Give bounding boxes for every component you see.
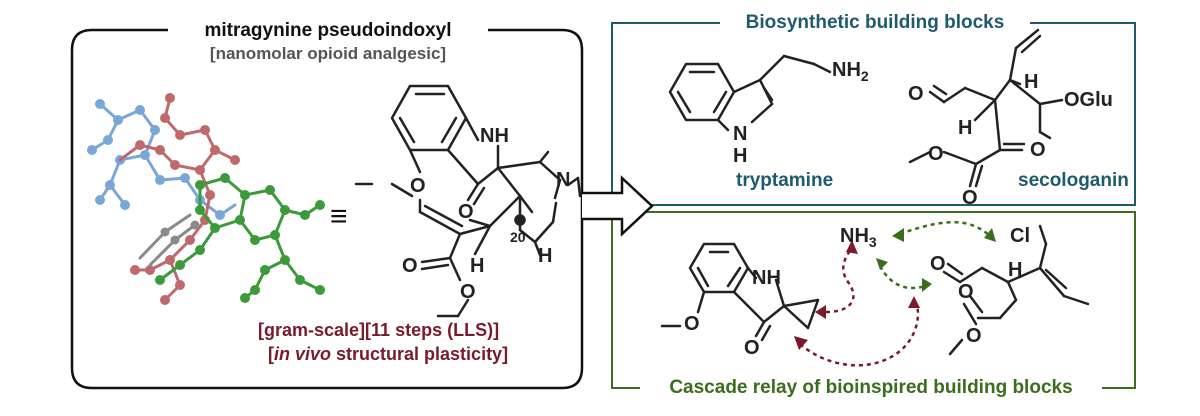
atom-o-ketone: O xyxy=(458,201,474,223)
nh3-text: NH xyxy=(840,225,869,247)
nh3-subscript: 3 xyxy=(868,234,877,250)
spiro-nh: NH xyxy=(752,267,781,289)
footer-line2-prefix: [ xyxy=(268,344,274,364)
relay-arrowheads-green xyxy=(876,228,996,292)
footer-line2-rest: structural plasticity] xyxy=(331,344,509,364)
footer-line2-italic: in vivo xyxy=(274,344,332,364)
center-h: H xyxy=(1008,259,1023,281)
relay-arrows-green xyxy=(878,221,991,290)
seco-o-ring: O xyxy=(1030,139,1046,161)
chloride-label: Cl xyxy=(1010,225,1030,247)
equivalence-symbol: ≡ xyxy=(330,200,348,233)
relay-arrows-maroon xyxy=(799,247,920,367)
seco-h1: H xyxy=(1024,71,1039,93)
tryptamine-label: tryptamine xyxy=(736,170,834,191)
atom-h2: H xyxy=(538,245,553,267)
atom-h1: H xyxy=(470,255,485,277)
secologanin-label: secologanin xyxy=(1018,170,1129,191)
big-arrow xyxy=(582,175,654,237)
spiro-o-ketone: O xyxy=(744,337,760,359)
nh2-subscript: 2 xyxy=(860,68,869,84)
tryptamine-nh2: NH2 xyxy=(832,60,869,83)
seco-o-ester1: O xyxy=(928,143,944,165)
aldehyde-ester-structure xyxy=(942,224,1090,356)
ammonia-label: NH3 xyxy=(840,226,877,249)
biosynthetic-title: Biosynthetic building blocks xyxy=(720,12,1030,34)
biosynthetic-panel-frame xyxy=(611,22,1136,206)
seco-oglu: OGlu xyxy=(1064,89,1113,111)
atom-o-ester2: O xyxy=(460,281,476,303)
seco-o-ester2: O xyxy=(962,187,978,209)
spirocycle-structure xyxy=(660,242,820,342)
relay-arrowheads-maroon xyxy=(794,240,920,350)
left-panel-frame xyxy=(70,28,584,390)
atom-c20: 20 xyxy=(510,229,526,245)
atom-nh: NH xyxy=(480,125,509,147)
spiro-o-methoxy: O xyxy=(684,313,700,335)
seco-h2: H xyxy=(958,117,973,139)
secologanin-structure xyxy=(908,28,1064,188)
aldehyde-o: O xyxy=(930,253,946,275)
left-panel-title: mitragynine pseudoindoxyl xyxy=(178,20,478,42)
tryptamine-n: N xyxy=(733,123,748,145)
nh2-text: NH xyxy=(832,59,861,81)
mitragynine-pseudoindoxyl-structure xyxy=(354,84,582,318)
atom-o-methoxy: O xyxy=(410,175,426,197)
atom-o-ester1: O xyxy=(402,255,418,277)
ester-o2: O xyxy=(966,325,982,347)
left-panel-footer-line2: [in vivo structural plasticity] xyxy=(268,344,508,365)
left-panel-subtitle: [nanomolar opioid analgesic] xyxy=(209,44,447,63)
molecular-3d-model xyxy=(87,93,325,305)
ester-o1: O xyxy=(958,281,974,303)
left-panel-footer-line1: [gram-scale][11 steps (LLS)] xyxy=(258,320,500,340)
tryptamine-h: H xyxy=(733,145,748,167)
cascade-title: Cascade relay of bioinspired building bl… xyxy=(640,377,1102,399)
atom-n: N xyxy=(556,169,571,191)
cascade-panel-frame xyxy=(611,211,1136,389)
tryptamine-structure xyxy=(668,54,832,132)
seco-o-aldehyde: O xyxy=(908,83,924,105)
